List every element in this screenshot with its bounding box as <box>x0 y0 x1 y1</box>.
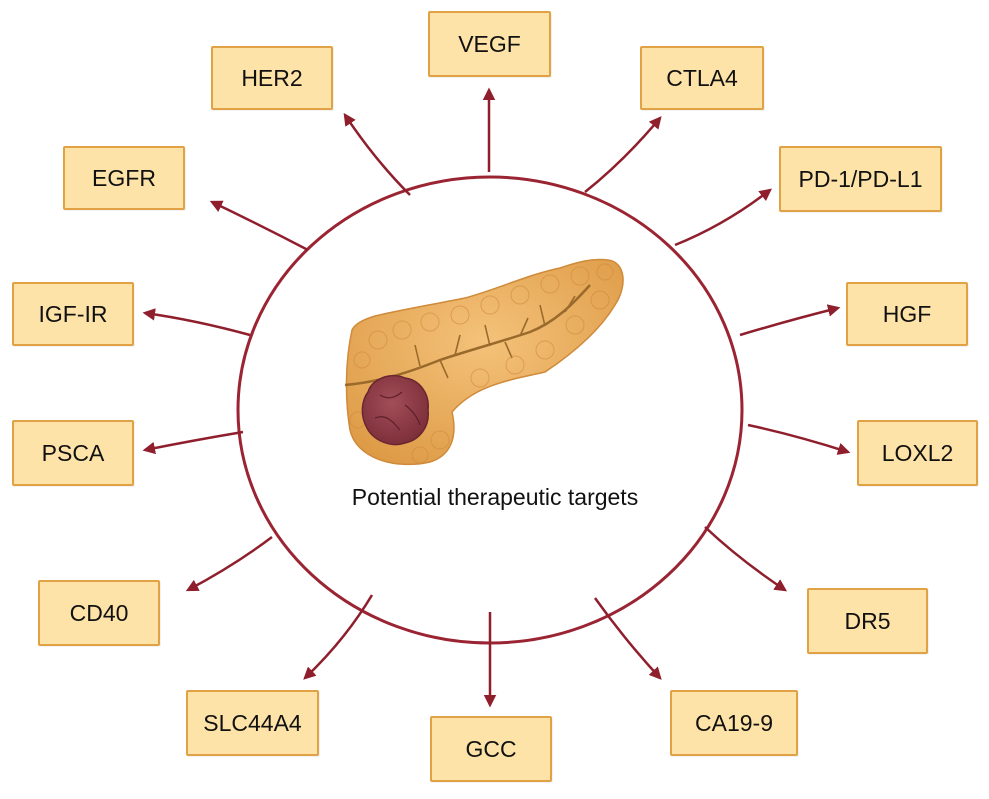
target-psca: PSCA <box>12 420 134 486</box>
target-dr5: DR5 <box>807 588 928 654</box>
target-ctla4: CTLA4 <box>640 46 764 110</box>
arrow-dr5 <box>704 526 788 592</box>
arrow-pd1-pdl1 <box>674 188 772 247</box>
target-her2: HER2 <box>211 46 333 110</box>
target-loxl2: LOXL2 <box>857 420 978 486</box>
arrow-ctla4 <box>584 116 662 193</box>
center-label: Potential therapeutic targets <box>351 484 639 510</box>
target-pd1-pdl1: PD-1/PD-L1 <box>779 146 942 212</box>
center-circle <box>236 175 744 645</box>
pancreas-illustration <box>344 258 624 466</box>
tumor <box>361 374 429 446</box>
arrow-igf-ir <box>142 308 251 337</box>
arrow-egfr <box>209 200 309 252</box>
arrow-ca19-9 <box>593 597 662 680</box>
target-hgf: HGF <box>846 282 968 346</box>
arrow-loxl2 <box>747 423 851 455</box>
target-gcc: GCC <box>430 716 552 782</box>
arrows <box>142 87 851 708</box>
target-cd40: CD40 <box>38 580 160 646</box>
arrow-hgf <box>739 304 841 337</box>
target-slc44a4: SLC44A4 <box>186 690 319 756</box>
target-ca19-9: CA19-9 <box>670 690 798 756</box>
target-egfr: EGFR <box>63 146 185 210</box>
arrow-psca <box>142 430 244 455</box>
arrow-cd40 <box>185 536 273 592</box>
arrow-her2 <box>343 112 411 196</box>
target-vegf: VEGF <box>428 11 551 77</box>
target-igf-ir: IGF-IR <box>12 282 134 346</box>
arrow-slc44a4 <box>303 594 374 680</box>
